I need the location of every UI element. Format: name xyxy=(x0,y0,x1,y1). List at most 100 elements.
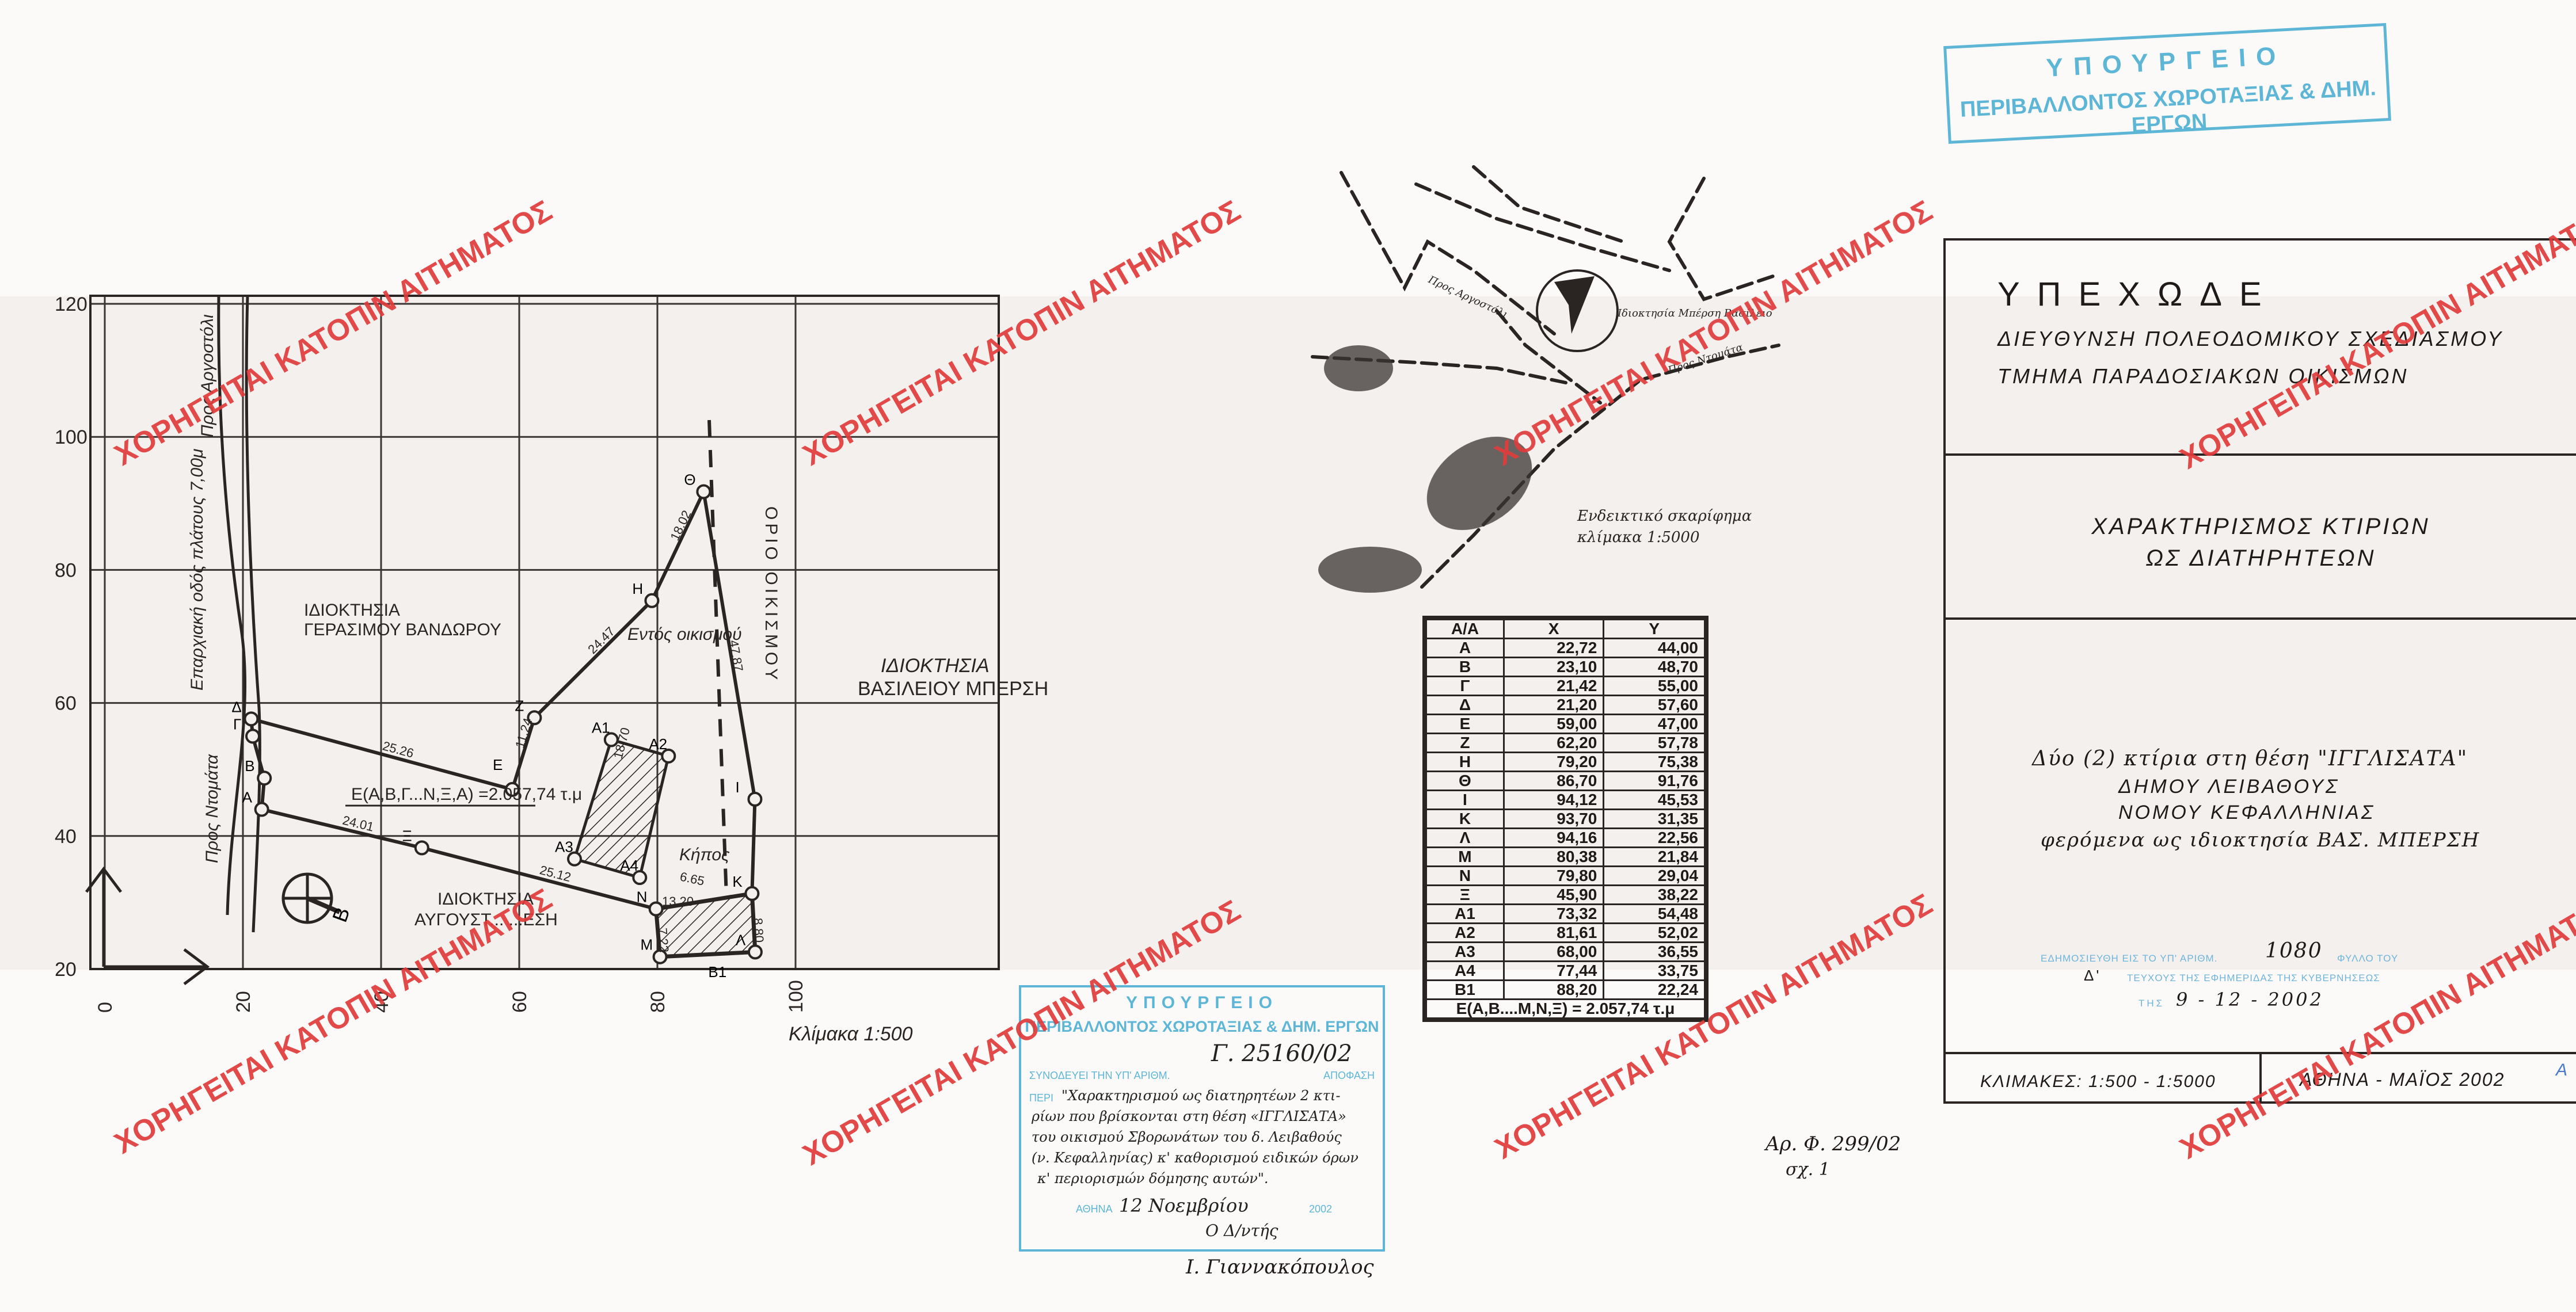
y-value: 54,48 xyxy=(1603,903,1707,924)
x-value: 94,16 xyxy=(1502,827,1605,848)
desc-line-1: Δύο (2) κτίρια στη θέση "ΙΓΓΛΙΣΑΤΑ" xyxy=(2032,747,2468,771)
y-value: 38,22 xyxy=(1603,884,1707,905)
y-value: 47,00 xyxy=(1603,714,1707,734)
x-tick-label: 80 xyxy=(647,991,669,1013)
vertex-marker xyxy=(243,711,259,727)
approval-city: ΑΘΗΝΑ xyxy=(1076,1203,1113,1215)
vertex-label: Α2 xyxy=(649,735,667,753)
vertex-marker xyxy=(505,781,520,797)
approval-role: Ο Δ/ντής xyxy=(1205,1221,1279,1240)
x-value: 86,70 xyxy=(1502,771,1605,791)
vertex-label: Γ xyxy=(233,715,241,733)
vertex-marker xyxy=(257,771,272,786)
x-value: 79,80 xyxy=(1502,865,1605,886)
directorate: ΔΙΕΥΘΥΝΣΗ ΠΟΛΕΟΔΟΜΙΚΟΥ ΣΧΕΔΙΑΣΜΟΥ xyxy=(1997,327,2504,350)
pub-issue: Δ' xyxy=(2084,967,2102,984)
property-location-circle xyxy=(1536,269,1619,352)
x-value: 81,61 xyxy=(1502,922,1605,943)
vertex-label: Θ xyxy=(684,471,695,488)
y-value: 21,84 xyxy=(1603,846,1707,867)
pub-date-pre: ΤΗΣ xyxy=(2139,998,2165,1009)
approval-about: ΠΕΡΙ xyxy=(1029,1092,1054,1104)
place-date: ΑΘΗΝΑ - ΜΑΪΟΣ 2002 xyxy=(2300,1069,2505,1090)
to-ntomata-label: Προς Ντομάτα xyxy=(203,754,222,863)
scales-label: ΚΛΙΜΑΚΕΣ: 1:500 - 1:5000 xyxy=(1980,1072,2216,1091)
dimension-label: 13.20 xyxy=(662,894,694,909)
sketch-road-note: Προς Αργοστόλι xyxy=(1426,273,1509,321)
vertex-marker xyxy=(661,748,676,764)
point-id: Α4 xyxy=(1424,960,1505,981)
road-edge-left xyxy=(217,295,247,916)
owner-avgousti-2: ΑΥΓΟΥΣΤ... ...ΕΣΗ xyxy=(414,910,558,929)
sketch-caption-1: Ενδεικτικό σκαρίφημα xyxy=(1577,508,1752,525)
pub-pre: ΕΔΗΜΟΣΙΕΥΘΗ ΕΙΣ ΤΟ ΥΠ' ΑΡΙΘΜ. xyxy=(2041,953,2218,964)
y-value: 22,56 xyxy=(1603,827,1707,848)
point-id: Γ xyxy=(1424,676,1505,696)
drawing-title-2: ΩΣ ΔΙΑΤΗΡΗΤΕΩΝ xyxy=(2145,546,2376,571)
vertex-marker xyxy=(245,729,261,744)
file-note-line1: Αρ. Φ. 299/02 xyxy=(1765,1132,1901,1155)
ministry-name: ΥΠΕΧΩΔΕ xyxy=(1997,276,2279,313)
vertex-label: Λ xyxy=(736,931,746,948)
vertex-label: Ε xyxy=(493,756,503,773)
y-value: 36,55 xyxy=(1603,941,1707,962)
road-edge-right xyxy=(245,295,261,933)
approval-stamp-line1: ΥΠΟΥΡΓΕΙΟ xyxy=(1126,993,1278,1012)
vertex-marker xyxy=(527,710,542,726)
y-value: 44,00 xyxy=(1603,638,1707,658)
owner-bersi-2: ΒΑΣΙΛΕΙΟΥ ΜΠΕΡΣΗ xyxy=(858,678,1048,700)
table-total-row: Ε(Α,Β....Μ,Ν,Ξ) = 2.057,74 τ.μ xyxy=(1424,998,1707,1021)
x-value: 94,12 xyxy=(1502,790,1605,810)
point-id: Α2 xyxy=(1424,922,1505,943)
y-value: 75,38 xyxy=(1603,752,1707,772)
approval-text-line: κ' περιορισμών δόμησης αυτών". xyxy=(1037,1170,1269,1187)
vertex-marker xyxy=(644,593,660,608)
vertex-label: Ι xyxy=(735,779,739,796)
y-tick-label: 100 xyxy=(55,426,87,448)
axis-arrow-up xyxy=(85,866,122,967)
vertex-marker xyxy=(603,732,619,747)
y-value: 91,76 xyxy=(1603,771,1707,791)
y-value: 31,35 xyxy=(1603,808,1707,829)
divider-vertical xyxy=(2259,1052,2262,1101)
vertex-label: Ν xyxy=(637,888,648,905)
point-id: Ε xyxy=(1424,714,1505,734)
desc-line-3: ΝΟΜΟΥ ΚΕΦΑΛΛΗΝΙΑΣ xyxy=(2118,802,2376,823)
x-value: 21,20 xyxy=(1502,695,1605,715)
y-tick-label: 60 xyxy=(55,693,77,715)
point-id: Ζ xyxy=(1424,733,1505,753)
approval-number: Γ. 25160/02 xyxy=(1211,1040,1352,1067)
x-value: 77,44 xyxy=(1502,960,1605,981)
scan-fold-band xyxy=(0,296,2576,970)
y-value: 22,24 xyxy=(1603,979,1707,1000)
vertex-label: Β1 xyxy=(708,963,726,981)
plan-frame xyxy=(89,295,1000,970)
vertex-label: Ξ xyxy=(402,827,412,844)
area-label: Ε(Α,Β,Γ...Ν,Ξ,Α) =2.057,74 τ.μ xyxy=(351,785,582,804)
point-id: Α1 xyxy=(1424,903,1505,924)
scale-label: Κλίμακα 1:500 xyxy=(789,1023,913,1045)
point-id: Κ xyxy=(1424,808,1505,829)
x-tick-label: 100 xyxy=(785,980,807,1013)
approval-accompanies: ΣΥΝΟΔΕΥΕΙ ΤΗΝ ΥΠ' ΑΡΙΘΜ. xyxy=(1029,1070,1170,1081)
vertex-marker xyxy=(744,886,760,901)
desc-line-4: φερόμενα ως ιδιοκτησία ΒΑΣ. ΜΠΕΡΣΗ xyxy=(2041,829,2480,852)
header-aa: Α/Α xyxy=(1424,617,1505,639)
dimension-label: 8.80 xyxy=(751,918,766,943)
axis-arrow-right xyxy=(104,948,210,985)
approval-stamp: ΥΠΟΥΡΓΕΙΟ ΠΕΡΙΒΑΛΛΟΝΤΟΣ ΧΩΡΟΤΑΞΙΑΣ & ΔΗΜ… xyxy=(1019,985,1385,1252)
divider xyxy=(1946,453,2576,456)
vertex-label: Η xyxy=(632,580,643,597)
garden-label: Κήπος xyxy=(679,845,730,864)
y-value: 48,70 xyxy=(1603,657,1707,677)
